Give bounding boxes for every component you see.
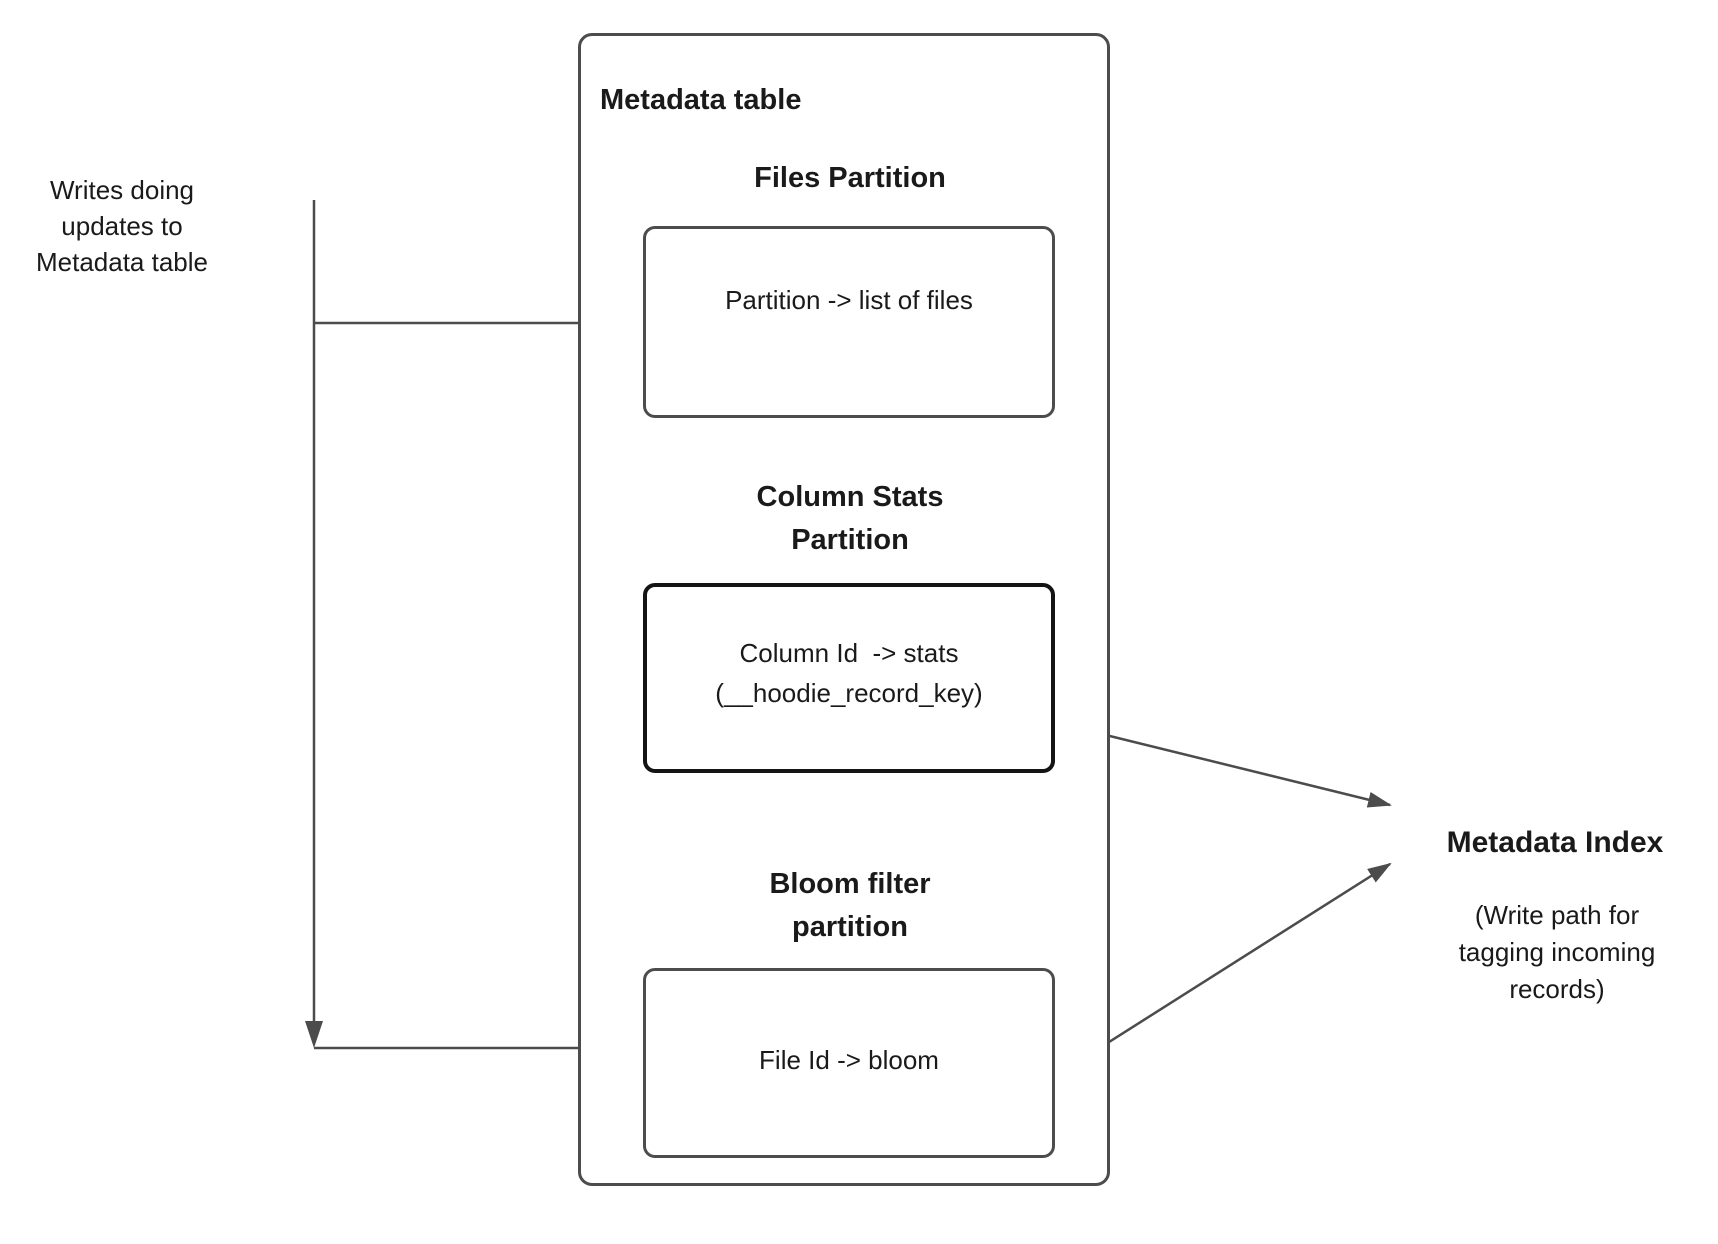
column-stats-partition-box: Column Id -> stats (__hoodie_record_key) xyxy=(643,583,1055,773)
metadata-index-title: Metadata Index xyxy=(1446,826,1664,859)
bloom-filter-partition-box: File Id -> bloom xyxy=(643,968,1055,1158)
files-partition-heading: Files Partition xyxy=(754,162,946,194)
files-partition-box-text: Partition -> list of files xyxy=(725,285,973,315)
metadata-table-title: Metadata table xyxy=(600,84,802,116)
bloom-filter-partition-heading: Bloom filter partition xyxy=(769,868,931,943)
writes-updates-note: Writes doing updates to Metadata table xyxy=(35,175,208,277)
column-stats-partition-box-text: Column Id -> stats (__hoodie_record_key) xyxy=(715,638,983,708)
metadata-index-subtitle: (Write path for tagging incoming records… xyxy=(1458,900,1656,1004)
column-stats-partition-heading: Column Stats Partition xyxy=(756,481,944,556)
bloom-filter-partition-box-text: File Id -> bloom xyxy=(759,1045,939,1075)
files-partition-box: Partition -> list of files xyxy=(643,226,1055,418)
writes-update-arrowhead-icon xyxy=(305,1021,323,1048)
